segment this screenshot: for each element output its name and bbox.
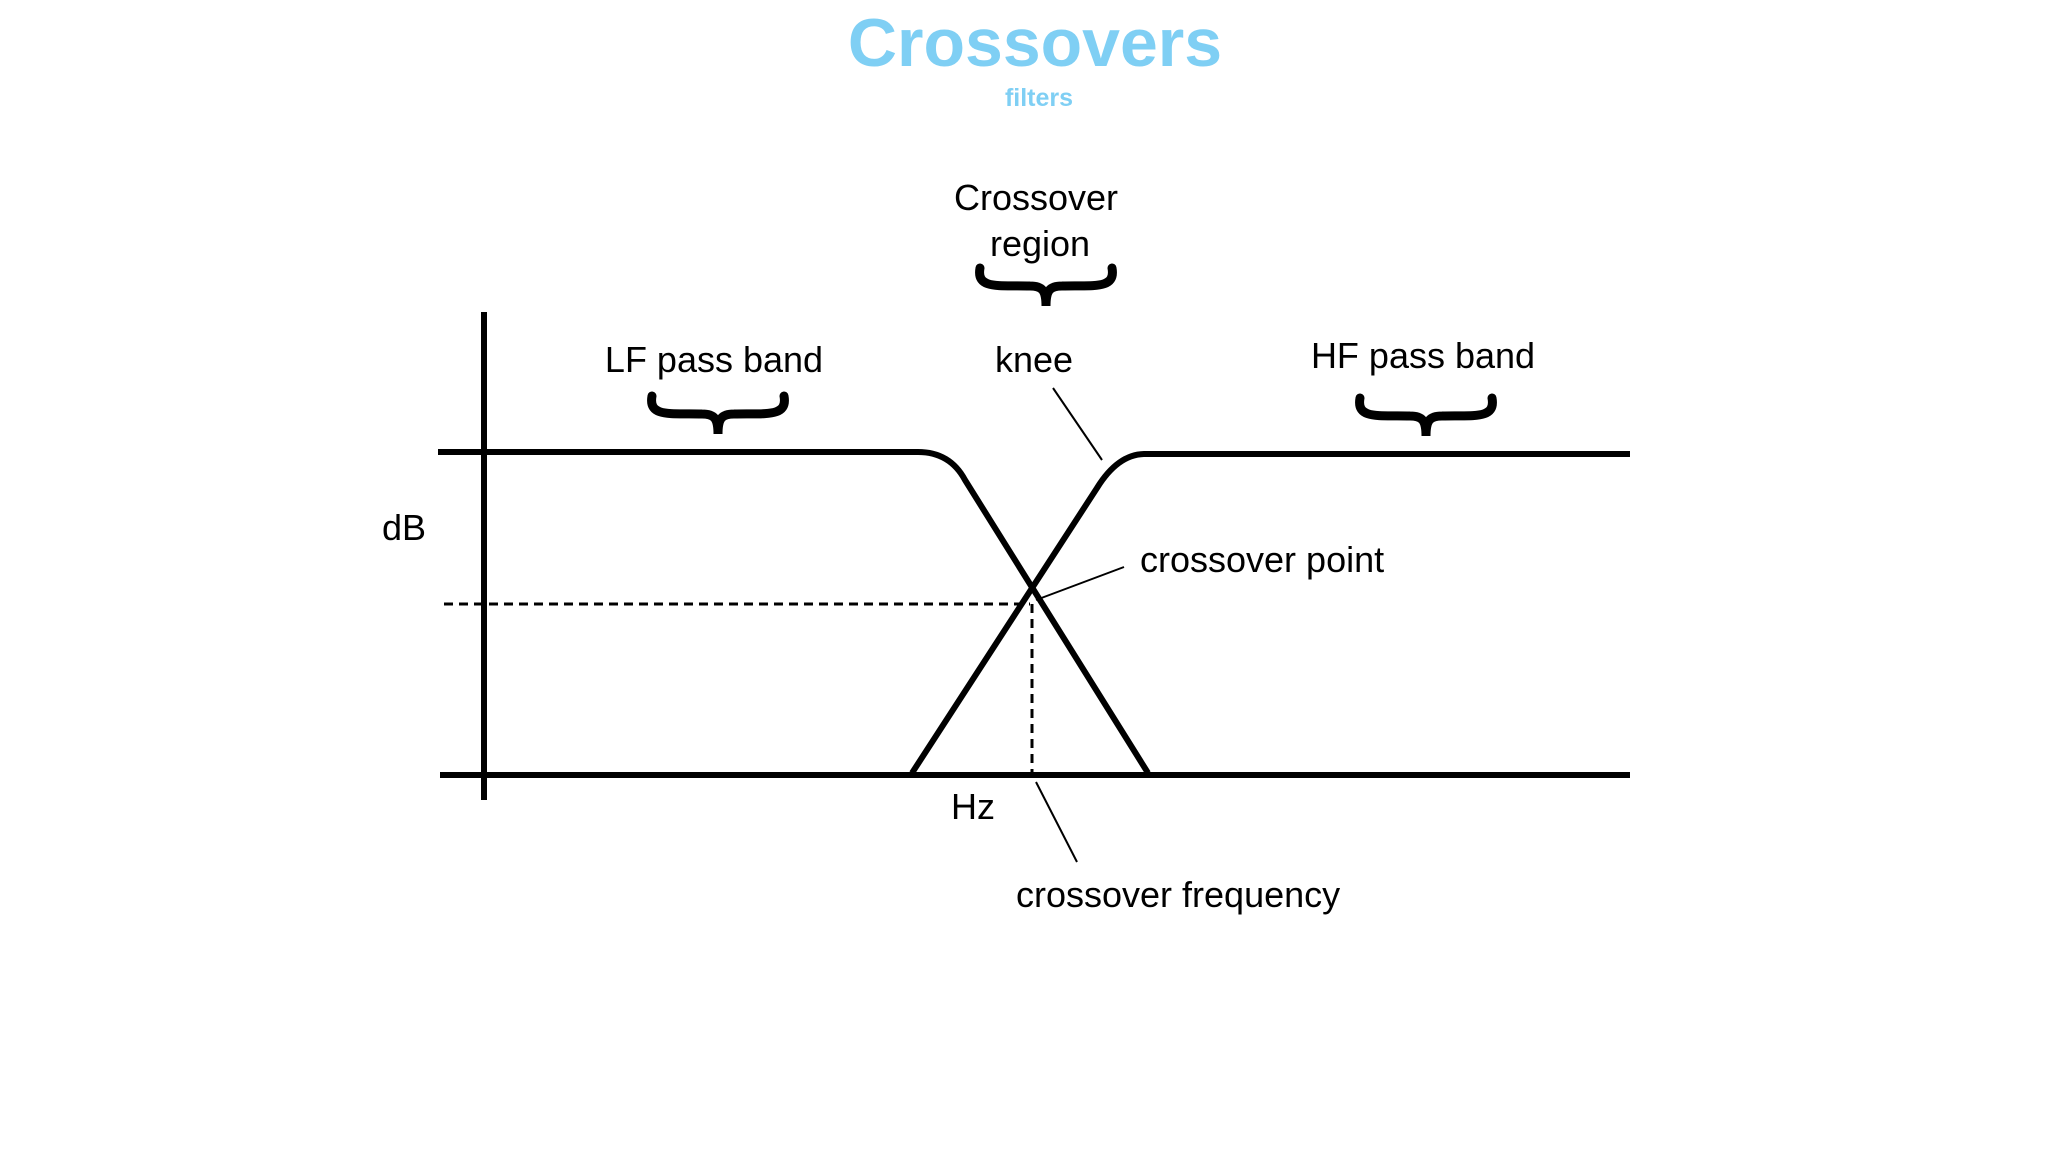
lf-pass-band-label: LF pass band xyxy=(605,339,823,380)
hz-axis-label: Hz xyxy=(951,786,995,827)
page-title: Crossovers xyxy=(847,5,1223,81)
crossover-region-brace xyxy=(975,263,1117,307)
crossover-frequency-label: crossover frequency xyxy=(1016,874,1340,915)
hf-pass-band-brace xyxy=(1355,393,1497,437)
hf-pass-band-label: HF pass band xyxy=(1311,335,1535,376)
crossover-region-label-line2: region xyxy=(990,223,1090,264)
crossover-frequency-pointer xyxy=(1035,781,1078,863)
crossover-region-label-line1: Crossover xyxy=(954,177,1118,218)
knee-label: knee xyxy=(995,339,1073,380)
page-subtitle: filters xyxy=(1004,84,1074,112)
knee-pointer xyxy=(1052,387,1103,461)
hf-filter-curve xyxy=(909,451,1630,775)
crossover-point-pointer xyxy=(1035,566,1125,601)
lf-filter-curve xyxy=(438,449,1151,775)
db-axis-label: dB xyxy=(382,507,426,548)
crossover-point-label: crossover point xyxy=(1140,539,1384,580)
lf-pass-band-brace xyxy=(647,391,789,435)
